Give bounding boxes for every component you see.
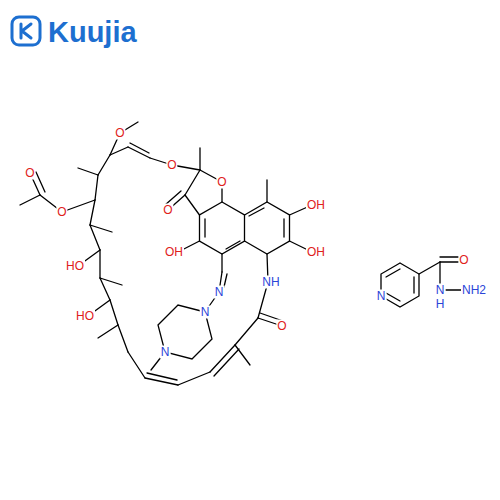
atom-label: OH (306, 199, 326, 212)
atom-label: O (56, 206, 67, 219)
atom-label: OH (164, 246, 184, 259)
atom-label: NH2 (461, 284, 487, 297)
atom-label: O (162, 204, 173, 217)
atom-label: N (376, 290, 387, 303)
atom-label: O (276, 320, 287, 333)
atom-label: HO (65, 260, 85, 273)
logo-icon (12, 17, 40, 45)
atom-label: N (214, 286, 225, 299)
atom-label: O (216, 176, 227, 189)
atom-label: N (435, 284, 446, 297)
atom-label: NH (261, 276, 280, 289)
atom-label: N (160, 346, 171, 359)
bonds (20, 122, 470, 385)
atom-label: H (435, 298, 446, 311)
atom-label: N (200, 306, 211, 319)
atom-label: HO (75, 310, 95, 323)
atom-label: O (458, 254, 469, 267)
atom-label: O (24, 167, 35, 180)
atom-label: O (166, 159, 177, 172)
atom-label: O (114, 127, 125, 140)
logo-text: Kuujia (48, 16, 137, 48)
atom-label: OH (306, 246, 326, 259)
